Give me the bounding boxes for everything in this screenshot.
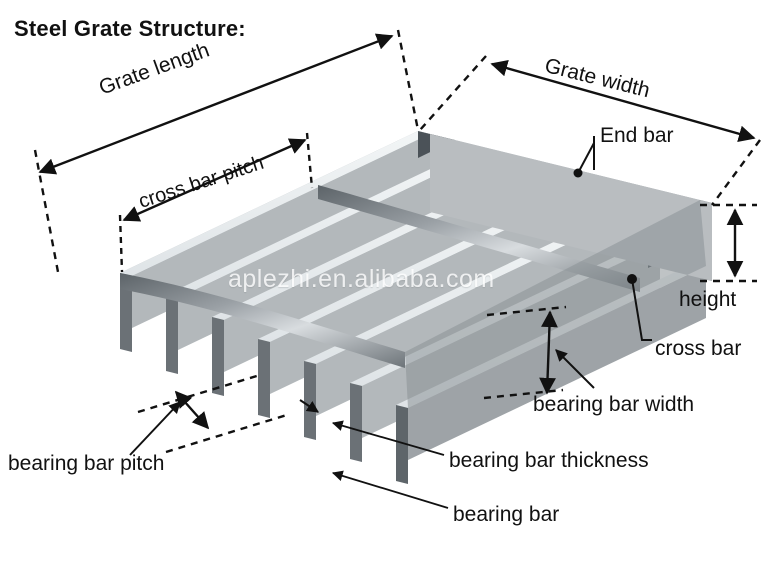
height-dimension bbox=[700, 203, 757, 283]
page-title: Steel Grate Structure: bbox=[14, 16, 246, 41]
double-arrow-icon bbox=[539, 310, 558, 395]
label-bearing-bar-thickness: bearing bar thickness bbox=[449, 449, 649, 472]
cross-bar-group bbox=[120, 185, 640, 368]
double-arrow-icon bbox=[122, 138, 307, 222]
leader-arrow-icon bbox=[331, 420, 445, 456]
label-cross-bar: cross bar bbox=[655, 337, 742, 360]
double-arrow-icon bbox=[174, 390, 210, 430]
label-height: height bbox=[679, 288, 737, 311]
double-arrow-icon bbox=[490, 60, 756, 142]
bearing-bar-thickness-leader bbox=[331, 420, 445, 456]
bearing-bar-thickness-tick bbox=[299, 399, 319, 413]
grate-3d-body bbox=[120, 131, 712, 484]
bearing-bar-pitch-dimension bbox=[129, 373, 291, 456]
label-bearing-bar-width: bearing bar width bbox=[533, 393, 695, 416]
cross-bar-pitch-dimension bbox=[118, 132, 314, 273]
end-bar-leader bbox=[573, 136, 595, 178]
watermark: aplezhi.en.alibaba.com bbox=[228, 265, 495, 293]
cross-bar bbox=[318, 185, 640, 292]
leader-arrow-icon bbox=[129, 401, 181, 456]
bearing-bar-width-dimension bbox=[483, 305, 595, 400]
label-bearing-bar: bearing bar bbox=[453, 503, 560, 526]
grate-shadow bbox=[405, 200, 706, 408]
cross-bar-leader bbox=[627, 274, 652, 341]
double-arrow-icon bbox=[38, 33, 394, 175]
label-end-bar: End bar bbox=[600, 124, 674, 147]
bearing-bar-leader bbox=[331, 470, 449, 509]
grate-width-dimension bbox=[419, 55, 761, 206]
cross-bar bbox=[120, 273, 405, 368]
leader-arrow-icon bbox=[555, 349, 595, 389]
grate-length-dimension bbox=[33, 29, 420, 273]
label-bearing-bar-pitch: bearing bar pitch bbox=[8, 452, 165, 475]
leader-arrow-icon bbox=[331, 470, 449, 509]
